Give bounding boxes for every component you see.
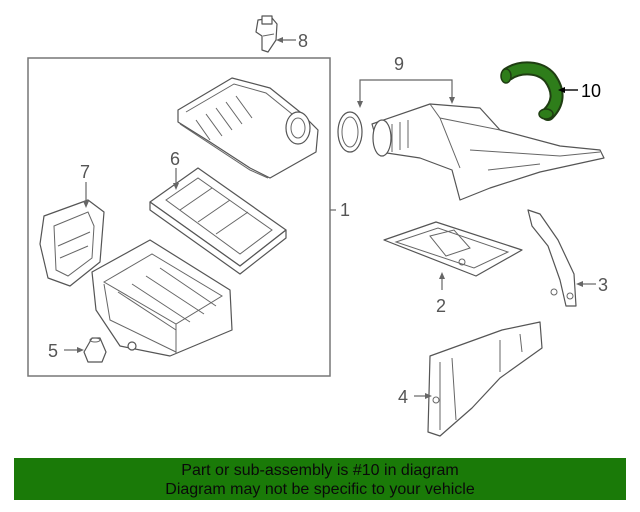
part-9-intake-duct[interactable] xyxy=(371,103,605,201)
part-9-clamp[interactable] xyxy=(337,111,363,153)
air-cleaner-housing[interactable] xyxy=(91,239,233,357)
callout-5[interactable]: 5 xyxy=(48,341,58,361)
part-7-duct[interactable] xyxy=(39,199,105,287)
part-3-bracket[interactable] xyxy=(527,209,577,307)
callout-2[interactable]: 2 xyxy=(436,296,446,316)
part-4-support[interactable] xyxy=(427,321,543,437)
callout-10[interactable]: 10 xyxy=(581,81,601,101)
callout-7[interactable]: 7 xyxy=(80,162,90,182)
air-cleaner-cover[interactable] xyxy=(177,77,319,179)
banner-line-1: Part or sub-assembly is #10 in diagram xyxy=(181,462,459,479)
callout-3[interactable]: 3 xyxy=(598,275,608,295)
callout-6[interactable]: 6 xyxy=(170,149,180,169)
part-2-tray[interactable] xyxy=(383,221,523,277)
callout-4[interactable]: 4 xyxy=(398,387,408,407)
callout-9[interactable]: 9 xyxy=(394,54,404,74)
air-cleaner-assembly-box xyxy=(27,57,331,377)
part-10-hose[interactable] xyxy=(500,61,564,121)
callout-8[interactable]: 8 xyxy=(298,31,308,51)
info-banner: Part or sub-assembly is #10 in diagram D… xyxy=(14,458,626,500)
parts-diagram: 1 8 6 7 xyxy=(27,15,608,437)
banner-line-2: Diagram may not be specific to your vehi… xyxy=(165,481,475,498)
callout-1[interactable]: 1 xyxy=(340,200,350,220)
part-8-sensor[interactable] xyxy=(255,15,278,53)
part-6-filter-element[interactable] xyxy=(149,167,287,275)
part-5-grommet[interactable] xyxy=(83,337,107,363)
